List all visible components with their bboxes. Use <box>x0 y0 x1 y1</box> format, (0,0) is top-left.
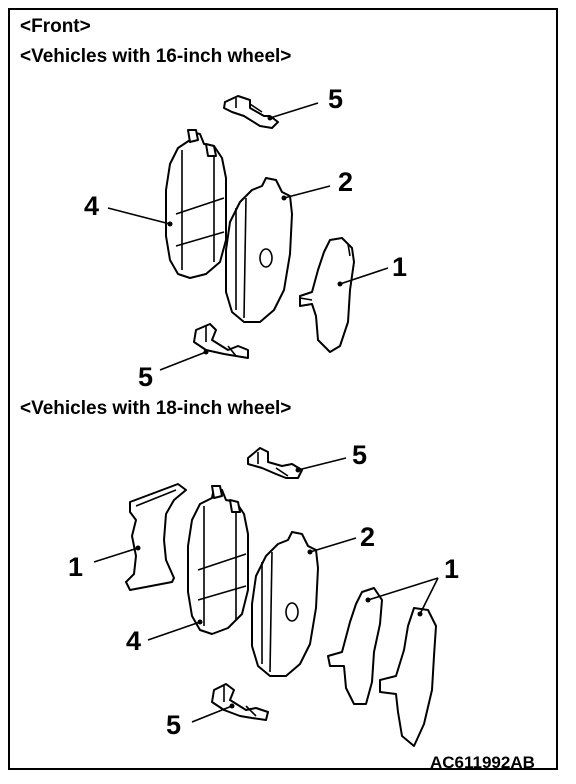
callout-1-bottom-left: 1 <box>68 552 83 582</box>
section-18-inch-heading: <Vehicles with 18-inch wheel> <box>20 398 292 419</box>
callout-1-bottom-right: 1 <box>444 554 459 584</box>
shim-left-18 <box>125 483 187 591</box>
callout-5-bottom-upper: 5 <box>352 440 367 470</box>
pad-clip-upper-18 <box>247 447 303 479</box>
callout-2-bottom: 2 <box>360 522 375 552</box>
outer-pad-16 <box>225 177 293 323</box>
callout-5-top-upper: 5 <box>328 84 343 114</box>
shim-right-rear-18 <box>379 607 437 747</box>
front-heading: <Front> <box>20 16 91 37</box>
callout-1-top: 1 <box>392 252 407 282</box>
callout-4-top: 4 <box>84 191 99 221</box>
callout-4-bottom: 4 <box>126 626 141 656</box>
callout-5-bottom-lower: 5 <box>166 710 181 740</box>
pad-clip-upper-16 <box>223 95 279 129</box>
callout-2-top: 2 <box>338 167 353 197</box>
figure-code: AC611992AB <box>430 753 535 772</box>
shim-right-front-18 <box>327 587 383 705</box>
callout-5-top-lower: 5 <box>138 362 153 392</box>
figure-frame <box>8 8 558 770</box>
section-16-inch-heading: <Vehicles with 16-inch wheel> <box>20 46 292 67</box>
inner-pad-16 <box>165 129 227 279</box>
shim-16 <box>299 237 355 353</box>
inner-pad-18 <box>187 485 249 635</box>
pad-clip-lower-18 <box>211 683 269 721</box>
outer-pad-18 <box>251 531 319 677</box>
